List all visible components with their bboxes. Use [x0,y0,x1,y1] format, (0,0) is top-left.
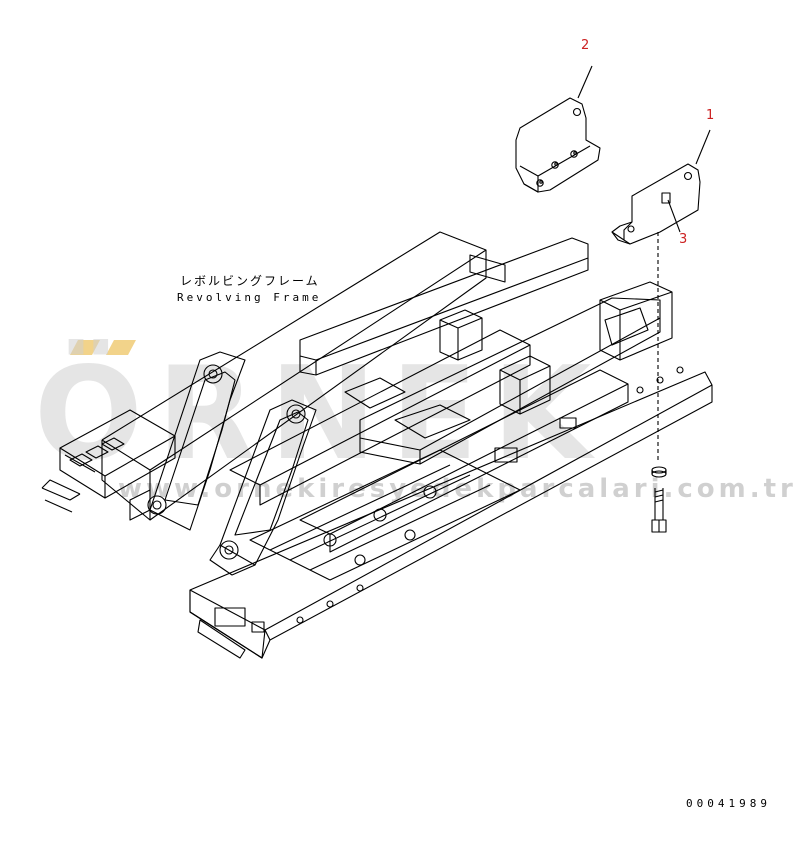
leader-1 [695,129,711,165]
callout-leaders [577,65,711,233]
callout-3: 3 [679,232,688,247]
watermark-brand: ÖRNEK [34,340,606,489]
revolving-frame [41,231,713,659]
leader-3 [667,199,681,233]
callout-1: 1 [706,108,715,123]
part-1-bracket [611,163,701,245]
frame-label-japanese: レボルビングフレーム [180,274,320,288]
bolt-assembly [651,232,667,533]
document-number: 00041989 [686,797,771,810]
leader-2 [577,65,593,99]
callout-2: 2 [581,38,590,53]
part-2-bracket [515,97,601,193]
frame-label-english: Revolving Frame [177,291,322,304]
